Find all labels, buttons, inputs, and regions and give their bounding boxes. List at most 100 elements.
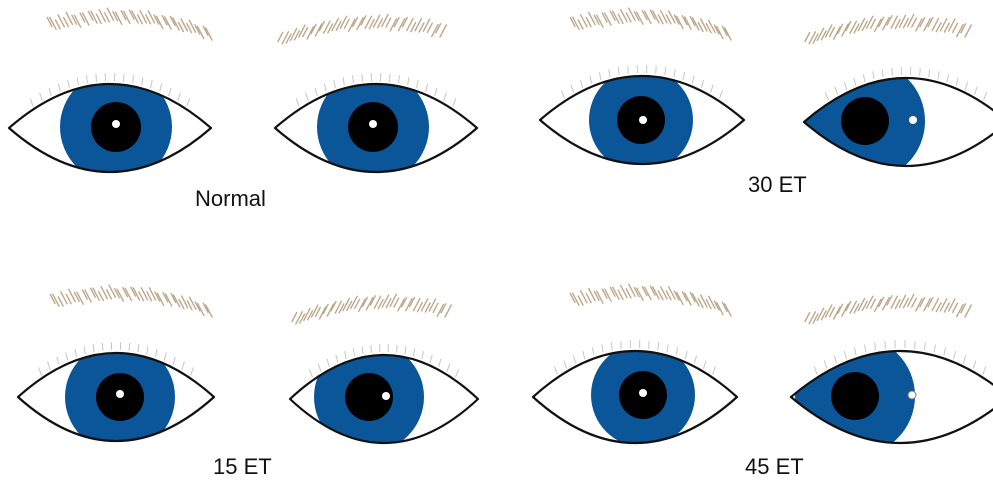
right-eye [533,340,737,447]
lash [720,90,723,98]
lash [583,351,585,359]
lash [701,80,703,88]
brow-hair [953,23,958,32]
eyes-30-et [535,0,993,239]
lash [920,68,921,76]
lash [439,359,441,367]
lash [40,93,43,101]
lash [178,93,181,101]
brow-hair [594,15,599,24]
lash [855,347,857,355]
brow-hair [965,305,971,317]
lash [956,78,958,86]
lash [96,74,97,82]
caption-30-et: 30 ET [748,172,807,198]
right-eyebrow [805,294,971,323]
lash [983,367,986,375]
brow-hair [394,298,399,307]
lash [422,351,424,359]
lash [408,77,409,85]
lash [814,367,817,375]
brow-hair [327,304,333,316]
left-eyebrow [47,8,212,40]
lash [915,341,916,349]
brow-hair [594,291,599,300]
brow-hair [359,299,365,311]
right-eyebrow [278,14,446,43]
lash [561,90,564,98]
brow-hair [834,307,840,319]
left-eyebrow [50,285,212,317]
lash [413,348,414,356]
lash [580,80,582,88]
lash [296,98,299,106]
lash [618,67,619,75]
lash [602,345,603,353]
lash [954,351,956,359]
lash [694,356,696,364]
lash [453,98,456,106]
lash [447,364,450,372]
lash [164,353,166,361]
lash [674,69,675,77]
brow-hair [56,20,61,29]
panel-normal: Normal [0,0,496,239]
right-eyebrow [292,294,451,323]
caption-45-et: 45 ET [745,454,804,480]
brow-hair [278,33,283,42]
brow-hair [386,18,391,27]
brow-hair [912,298,917,307]
lash [191,367,194,375]
right-eyebrow [805,14,971,43]
lash [571,85,574,93]
lash [362,74,363,82]
corneal-reflex [382,392,390,400]
lash [621,341,622,349]
lash [397,345,398,353]
lash [573,356,575,364]
lash [426,84,428,92]
lash [84,346,85,354]
brow-hair [433,303,438,312]
lash [973,361,976,369]
lash [173,357,175,365]
brow-hair [953,303,958,312]
brow-hair [586,294,591,303]
lash [611,342,612,350]
lash [160,84,162,92]
panel-15-et: 15 ET [0,240,496,479]
brow-hair [578,296,583,305]
lash [77,77,78,85]
pupil [841,97,889,145]
lash [57,357,59,365]
lash [924,342,925,350]
lash [430,355,432,363]
brow-hair [315,24,321,36]
left-eyebrow [570,8,731,40]
lash [371,345,372,353]
lash [882,69,883,77]
brow-hair [578,20,583,29]
eyes-45-et [535,240,993,479]
lash [710,85,713,93]
lash [102,343,103,351]
lash [455,369,458,377]
lash [75,349,77,357]
lash [48,362,51,370]
lash [685,351,687,359]
lash [169,88,171,96]
corneal-reflex [639,116,647,124]
lash [713,367,716,375]
lash [147,346,148,354]
lash [656,66,657,74]
brow-hair [345,19,350,28]
lash [963,356,965,364]
lash [844,351,846,359]
lash [182,362,185,370]
corneal-reflex [909,116,917,124]
lash [934,345,935,353]
lash [399,75,400,83]
lash [133,75,134,83]
corneal-reflex [116,390,124,398]
lash [187,98,190,106]
